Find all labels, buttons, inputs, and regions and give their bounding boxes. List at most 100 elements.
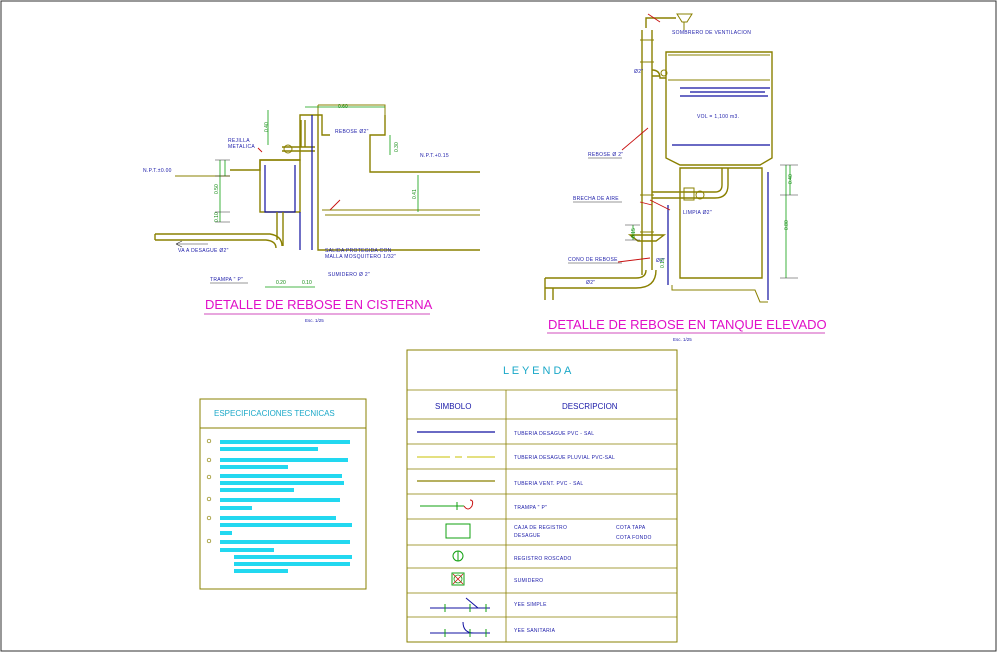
cis-dim-040: 0.40 xyxy=(264,122,270,132)
legend-desc-8: YEE SIMPLE xyxy=(514,602,547,608)
legend-desc-9: YEE SANITARIA xyxy=(514,628,556,634)
vent-cap xyxy=(676,13,693,23)
label-npt2: N.P.T.+0.15 xyxy=(420,153,449,159)
legend-desc-5: CAJA DE REGISTRO xyxy=(514,525,567,531)
tank-body xyxy=(665,51,773,166)
tank-support xyxy=(679,167,763,279)
tank-leaders xyxy=(617,13,671,263)
support-blue-lines xyxy=(667,172,769,300)
cono-rebose xyxy=(627,234,667,242)
tank-rims xyxy=(668,54,770,81)
label-sombrero: SOMBRERO DE VENTILACION xyxy=(672,30,751,36)
specs-text-lines xyxy=(220,440,352,573)
bottom-drain-drop xyxy=(544,278,554,300)
title-tanque: DETALLE DE REBOSE EN TANQUE ELEVADO xyxy=(548,317,827,332)
arrow-desague xyxy=(175,240,208,248)
cis-dim-020: 0.20 xyxy=(276,280,286,286)
cisterna-floor-lines xyxy=(322,209,480,216)
symbol-yee-sanitaria xyxy=(430,621,490,637)
cisterna-dim-ticks xyxy=(215,159,230,223)
label-trampa: TRAMPA " P" xyxy=(210,277,243,283)
legend-cota-tapa: COTA TAPA xyxy=(616,525,646,531)
tank-dim-ticks xyxy=(625,164,798,279)
label-salida-2: MALLA MOSQUITERO 1/32" xyxy=(325,254,396,260)
legend-desc-2: TUBERIA DESAGUE PLUVIAL PVC-SAL xyxy=(514,455,615,461)
legend-desc-7: SUMIDERO xyxy=(514,578,543,584)
specs-title: ESPECIFICACIONES TECNICAS xyxy=(214,409,335,418)
cis-dim-060: 0.60 xyxy=(338,104,348,110)
legend-desc-6: REGISTRO ROSCADO xyxy=(514,556,572,562)
cis-dim-030: 0.30 xyxy=(394,142,400,152)
overflow-riser xyxy=(641,30,653,275)
specs-border xyxy=(199,398,367,590)
riser-joints xyxy=(640,39,654,233)
bottom-drain-pipe xyxy=(545,269,657,289)
cisterna-leaders xyxy=(257,147,341,211)
legend-cota-fondo: COTA FONDO xyxy=(616,535,652,541)
legend-col-simbolo: SIMBOLO xyxy=(435,402,471,411)
vent-pipe xyxy=(645,17,676,28)
legend-desc-1: TUBERIA DESAGUE PVC - SAL xyxy=(514,431,594,437)
valve-limpia xyxy=(683,187,695,201)
cisterna-inner-box xyxy=(264,165,296,213)
cisterna-wall-right xyxy=(369,115,480,173)
legend-desc-3: TUBERIA VENT. PVC - SAL xyxy=(514,481,583,487)
tanque-detail: VOL = 1,100 m3. SOMBRERO DE VENTILACION … xyxy=(544,13,827,342)
riser-fitting xyxy=(660,69,668,77)
cisterna-dimension-lines xyxy=(219,106,419,288)
leyenda-table: L E Y E N D A SIMBOLO DESCRIPCION xyxy=(406,349,678,643)
legend-row-dividers xyxy=(407,389,677,618)
tank-dim-040: 0.40 xyxy=(788,174,794,184)
cis-dim-010: 0.10 xyxy=(214,212,220,222)
cisterna-blue-lines xyxy=(299,115,313,250)
label-npt: N.P.T.±0.00 xyxy=(143,168,172,174)
rebose-fitting xyxy=(283,144,293,154)
symbol-registro-roscado xyxy=(452,550,464,562)
legend-desc-5b: DESAGUE xyxy=(514,533,541,539)
label-rebose-tanque: REBOSE Ø 2" xyxy=(588,152,623,158)
valve-handle xyxy=(695,190,705,200)
label-salida-1: SALIDA PROTEGIDA CON xyxy=(325,248,392,254)
label-d2-mid: Ø2" xyxy=(656,258,665,264)
limpia-pipe xyxy=(652,168,729,199)
cisterna-detail: 0.60 0.40 0.30 0.50 0.41 0.10 0.20 0.10 … xyxy=(143,104,480,323)
rebose-pipe-horizontal xyxy=(282,146,315,152)
legend-title: L E Y E N D A xyxy=(503,365,572,377)
label-d2-top: Ø2" xyxy=(634,69,643,75)
tank-dim-080: 0.80 xyxy=(784,220,790,230)
tank-dim-015a: 0.15 xyxy=(631,228,637,238)
cisterna-top-slab xyxy=(318,104,386,115)
label-volumen: VOL = 1,100 m3. xyxy=(697,114,739,120)
escala-cisterna: Esc. 1/25 xyxy=(305,318,324,323)
escala-tanque: Esc. 1/25 xyxy=(673,337,692,342)
support-base xyxy=(671,285,768,303)
label-d2-bottom: Ø2" xyxy=(586,280,595,286)
tank-water-lines xyxy=(680,87,770,97)
especificaciones-panel: ESPECIFICACIONES TECNICAS xyxy=(199,398,367,590)
cisterna-inner-wall xyxy=(317,115,480,251)
label-sumidero: SUMIDERO Ø 2" xyxy=(328,272,370,278)
label-rejilla: REJILLA xyxy=(228,138,250,144)
label-brecha: BRECHA DE AIRE xyxy=(573,196,619,202)
tank-dim-015b: 0.15 xyxy=(660,258,666,268)
riser-tank-connection xyxy=(651,69,666,79)
tank-label-underlines xyxy=(568,157,622,264)
legend-col-descripcion: DESCRIPCION xyxy=(562,402,618,411)
label-desague: VA A DESAGUE Ø2" xyxy=(178,248,229,254)
legend-border xyxy=(406,349,678,643)
symbol-caja-registro xyxy=(445,523,471,539)
label-limpia: LIMPIA Ø2" xyxy=(683,210,712,216)
label-rebose-cis: REBOSE Ø2" xyxy=(335,129,369,135)
symbol-sumidero xyxy=(451,572,465,586)
drain-pipe xyxy=(155,233,283,249)
tank-dimension-lines xyxy=(632,165,791,278)
cis-dim-050: 0.50 xyxy=(214,184,220,194)
title-cisterna: DETALLE DE REBOSE EN CISTERNA xyxy=(205,297,433,312)
label-metalica: METALICA xyxy=(228,144,255,150)
trap-riser xyxy=(276,212,284,246)
cis-dim-041: 0.41 xyxy=(412,189,418,199)
label-cono: CONO DE REBOSE xyxy=(568,257,618,263)
